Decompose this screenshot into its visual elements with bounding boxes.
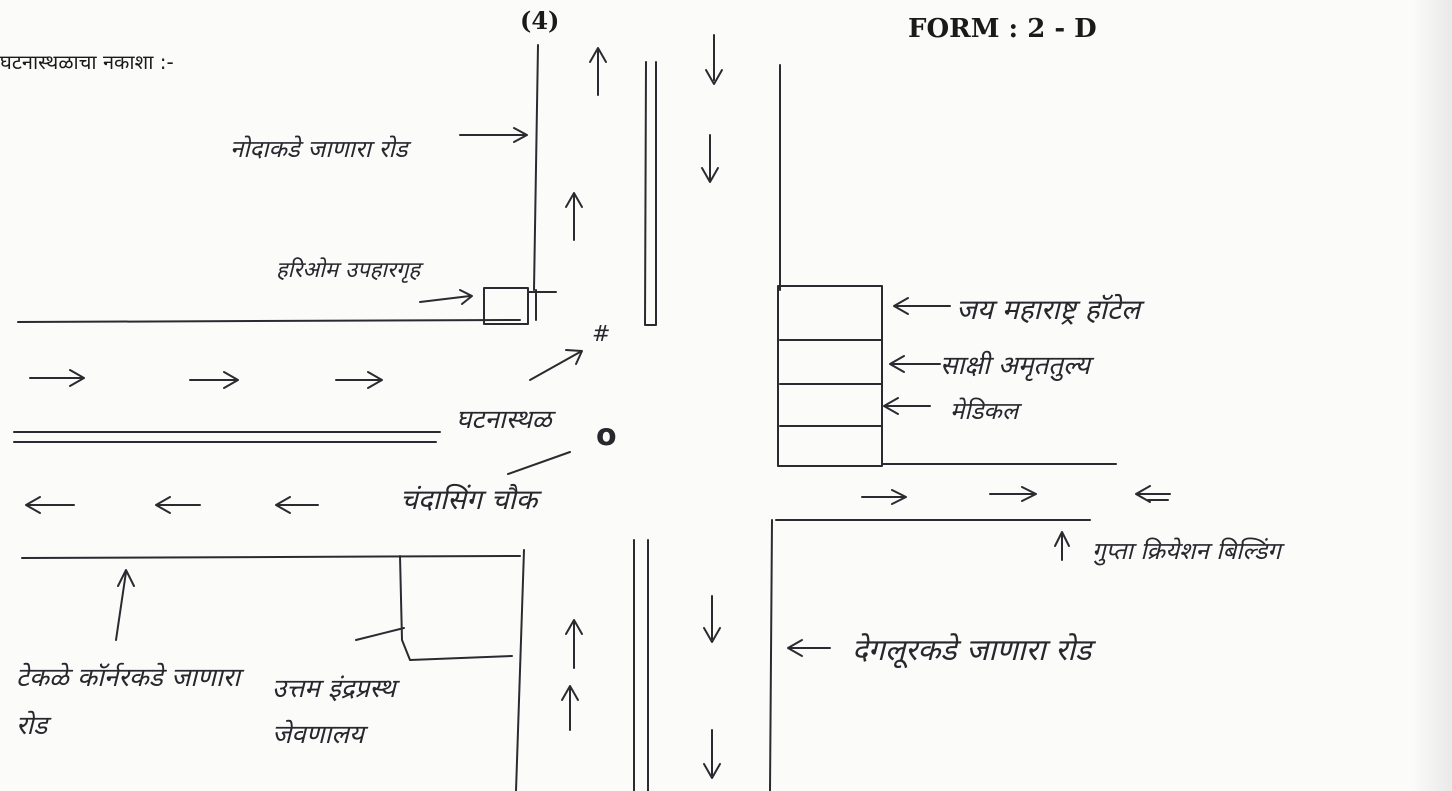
west-road-bottom-edge (21, 555, 521, 559)
arrow-right-3 (335, 371, 383, 389)
arrow-left-4 (1135, 485, 1171, 503)
arrow-left-3 (275, 496, 319, 514)
west-road-top-edge (17, 319, 521, 323)
map-heading: घटनास्थळाचा नकाशा :- (0, 50, 174, 74)
north-road-pointer (459, 127, 528, 143)
incident-pointer (529, 349, 583, 381)
west-road-pointer (115, 569, 135, 641)
west-road-divider (13, 431, 441, 443)
arrow-up-2 (565, 192, 583, 241)
incident-mark: o (596, 418, 617, 453)
label-shop-bottom: मेडिकल (950, 397, 1019, 425)
south-road-right-edge (769, 519, 773, 791)
page-number: (4) (520, 6, 560, 35)
label-north-road: नोदाकडे जाणारा रोड (230, 135, 408, 163)
south-road-divider (633, 539, 649, 791)
hash-mark: # (592, 322, 611, 347)
label-chowk: चंदासिंग चौक (400, 483, 538, 516)
arrow-down-1 (705, 34, 723, 85)
arrow-down-4 (703, 729, 721, 779)
north-road-left-edge (533, 44, 539, 291)
hotel-pointer-2 (889, 355, 941, 373)
arrow-down-2 (701, 134, 719, 183)
south-road-pointer (787, 639, 831, 657)
shop-pointer (419, 289, 473, 305)
label-incident-spot: घटनास्थळ (456, 405, 552, 435)
label-shop-top-left: हरिओम उपहारगृह (276, 258, 421, 283)
label-west-road: टेकळे कॉर्नरकडे जाणारा रोड (16, 663, 240, 741)
arrow-up-3 (565, 619, 583, 669)
label-lane-right: गुप्ता क्रियेशन बिल्डिंग (1092, 537, 1281, 565)
hotel-pointer-1 (893, 297, 951, 315)
hotel-block (777, 285, 883, 467)
shop-bottom-left-pointer (355, 627, 405, 641)
arrow-up-1 (589, 47, 607, 96)
shop-box-tail (527, 289, 557, 321)
south-road-left-edge (515, 549, 525, 791)
chowk-pointer (507, 451, 571, 475)
arrow-up-right-lane (1054, 531, 1070, 561)
arrow-down-3 (703, 595, 721, 643)
arrow-right-4 (861, 489, 907, 505)
arrow-up-4 (561, 685, 579, 731)
arrow-left-2 (155, 496, 201, 514)
label-shop-middle: साक्षी अमृततुल्य (940, 351, 1090, 381)
label-shop-bottom-left: उत्तम इंद्रप्रस्थ जेवणालय (272, 674, 396, 750)
arrow-right-2 (189, 371, 239, 389)
form-id: FORM : 2 - D (908, 14, 1097, 44)
north-road-divider (644, 61, 657, 326)
shop-box-top-left (483, 287, 529, 325)
label-hotel: जय महाराष्ट्र हॉटेल (956, 293, 1140, 326)
shop-bottom-left (399, 555, 513, 661)
hotel-pointer-3 (883, 397, 931, 415)
arrow-right-1 (29, 369, 85, 387)
label-south-road: देगलूरकडे जाणारा रोड (852, 633, 1092, 668)
arrow-left-1 (25, 496, 75, 514)
arrow-right-5 (989, 486, 1037, 502)
